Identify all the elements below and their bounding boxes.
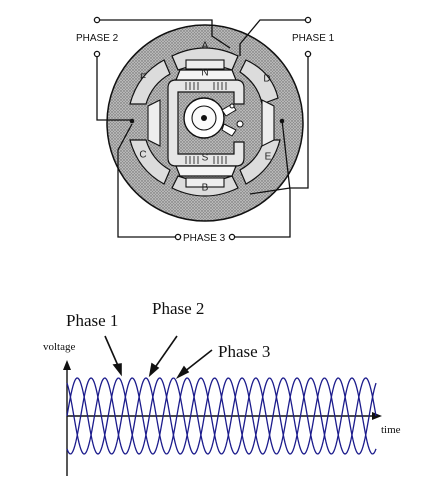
rotor-letter-n: N (201, 68, 208, 79)
pole-letter-d: D (263, 74, 270, 85)
phase-1-terminal-top (304, 16, 312, 24)
phase-1-wire-top (239, 19, 308, 56)
rotor-coil-windings (185, 82, 227, 164)
phase-1-wire-side (249, 55, 309, 195)
phase-3-wire-left (117, 123, 178, 238)
rotor-north-shoe (175, 69, 237, 81)
phase-1-wave (66, 377, 377, 455)
phase-2-terminal-top (93, 16, 101, 24)
rotor-shaft (201, 115, 207, 121)
phase-2-label: PHASE 2 (76, 33, 119, 44)
phase-3-wire-right (232, 119, 291, 238)
phase-waveforms (66, 377, 377, 455)
pole-letter-e: E (265, 152, 272, 163)
motor-cross-section: A D E B C F N S (106, 24, 304, 222)
y-axis-label: voltage (43, 341, 75, 353)
phase-1-label: PHASE 1 (292, 33, 335, 44)
junction-dot-left (129, 118, 135, 124)
phase-2-wave-label: Phase 2 (152, 299, 204, 318)
x-axis-label: time (381, 424, 401, 436)
pole-piece-f (129, 59, 171, 105)
y-axis-arrowhead (63, 360, 71, 370)
pole-letter-a: A (202, 41, 209, 52)
rotor-assembly (167, 69, 245, 177)
phase-3-terminal-right (228, 233, 236, 241)
phase-1-terminal-side (304, 50, 312, 58)
phase-3-label: PHASE 3 (183, 233, 226, 244)
phase-2-wire-side (96, 55, 132, 121)
phase-2-terminal-side (93, 50, 101, 58)
motor-wiring (93, 16, 312, 241)
phase-2-wire-top (97, 19, 231, 49)
phase-pointer-lines (104, 335, 213, 379)
pole-piece-e (239, 139, 281, 185)
stator-pole-faces (147, 59, 275, 188)
junction-dot-right (279, 118, 285, 124)
phase-3-wave-label: Phase 3 (218, 342, 270, 361)
rotor-south-shoe (175, 165, 237, 177)
rotor-letter-s: S (202, 153, 209, 164)
x-axis-arrowhead (372, 412, 382, 420)
pole-piece-c (129, 139, 171, 185)
pole-letter-f: F (140, 73, 146, 84)
waveform-diagram: Phase 1 Phase 2 Phase 3 voltage time (43, 299, 401, 476)
brush-assembly (221, 103, 244, 137)
pole-letter-c: C (139, 150, 146, 161)
phase-1-wave-label: Phase 1 (66, 311, 118, 330)
pole-letter-b: B (202, 183, 209, 194)
phase-3-terminal-left (174, 233, 182, 241)
phase-3-wave (66, 377, 377, 455)
